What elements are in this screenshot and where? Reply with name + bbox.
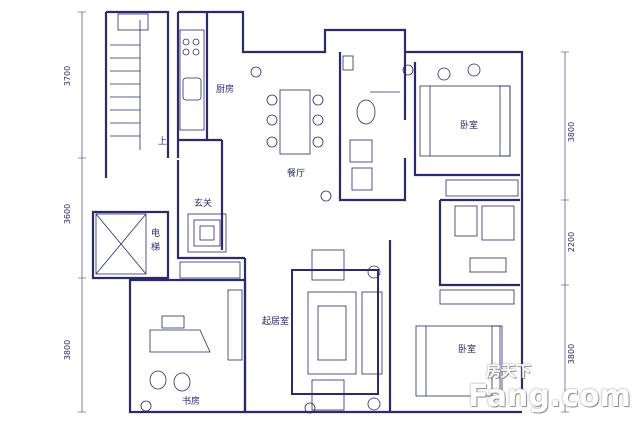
living-label: 起居室: [262, 317, 290, 327]
dimension-lines: [78, 11, 569, 413]
dimension-right-1: 3800: [567, 121, 577, 143]
study-furniture: [140, 289, 243, 412]
stair-up-label: 上: [158, 137, 168, 147]
kitchen-counter: [179, 29, 205, 131]
entry-console: [179, 213, 241, 279]
bathroom-fixtures: [342, 55, 515, 273]
dimension-right-2: 2200: [567, 231, 577, 253]
kitchen-label: 厨房: [216, 85, 235, 95]
dining-label: 餐厅: [287, 169, 306, 179]
walls: [91, 10, 524, 414]
elevator-label-1: 电: [151, 229, 161, 239]
bedroom-bottom-label: 卧室: [458, 345, 477, 355]
elevator-label-2: 梯: [151, 243, 161, 253]
living-room-furniture: [291, 249, 383, 411]
bed-bottom: [415, 289, 515, 397]
bed-top: [419, 63, 519, 197]
elevator: [95, 213, 147, 275]
dimension-left-3: 3800: [63, 339, 73, 361]
study-label: 书房: [182, 397, 201, 407]
watermark-brand-cn: 房天下: [486, 362, 532, 380]
dining-table: [266, 89, 324, 155]
entry-label: 玄关: [194, 199, 213, 209]
bedroom-top-label: 卧室: [460, 121, 479, 131]
stairs: [110, 13, 149, 150]
dimension-left-1: 3700: [63, 65, 73, 87]
dimension-right-3: 3800: [567, 343, 577, 365]
watermark-brand-en: Fang.com: [468, 379, 631, 414]
plants: [250, 64, 414, 414]
dimension-left-2: 3600: [63, 203, 73, 225]
